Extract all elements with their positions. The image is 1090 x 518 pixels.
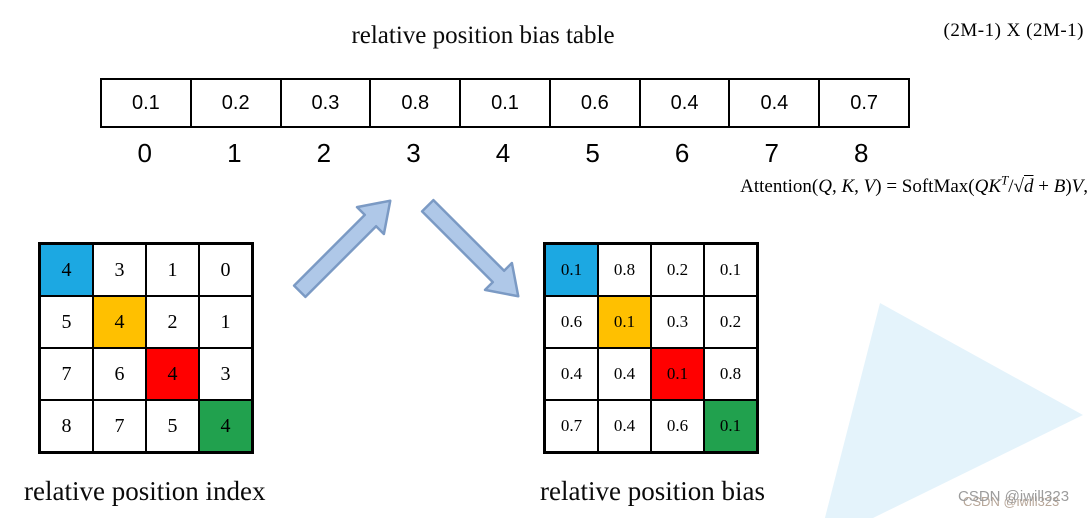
index-matrix-cell: 7: [93, 400, 146, 452]
bias-matrix-cell: 0.1: [704, 400, 757, 452]
bias-matrix-cell: 0.1: [598, 296, 651, 348]
bias-table-index: 2: [316, 138, 332, 168]
bias-table-index: 6: [674, 138, 690, 168]
bias-table-cell: 0.3: [279, 80, 370, 126]
index-matrix-cell: 7: [40, 348, 93, 400]
index-matrix-cell: 5: [146, 400, 199, 452]
bias-table-cell: 0.6: [548, 80, 639, 126]
formula-comma: ,: [854, 176, 864, 197]
index-matrix-cell: 3: [199, 348, 252, 400]
formula-plus: +: [1033, 176, 1054, 197]
formula-comma: ,: [831, 176, 842, 197]
bias-table-cell: 0.4: [638, 80, 729, 126]
bias-matrix-caption: relative position bias: [540, 476, 765, 506]
index-matrix-cell: 4: [40, 244, 93, 296]
index-matrix-cell: 2: [146, 296, 199, 348]
arrow-up-right-icon: [292, 199, 392, 299]
index-matrix-cell: 4: [146, 348, 199, 400]
bias-table-cell: 0.1: [131, 91, 160, 114]
index-matrix-caption: relative position index: [24, 476, 266, 506]
formula-transpose: T: [1001, 172, 1009, 188]
bias-matrix-cell: 0.1: [545, 244, 598, 296]
arrow-down-right-icon: [420, 198, 520, 298]
bias-matrix-cell: 0.8: [598, 244, 651, 296]
formula-slash: /: [1008, 176, 1014, 197]
formula-var-d: d: [1023, 176, 1034, 197]
formula-var-v2: V: [1071, 176, 1084, 197]
index-matrix-cell: 1: [146, 244, 199, 296]
bias-matrix-cell: 0.4: [545, 348, 598, 400]
bias-matrix-cell: 0.4: [598, 348, 651, 400]
formula-text: Attention(: [740, 176, 819, 197]
bias-table-index-row: 0 1 2 3 4 5 6 7 8: [100, 138, 906, 169]
bias-table-index: 8: [854, 138, 869, 168]
bias-table-cell: 0.8: [369, 80, 459, 126]
bias-matrix-cell: 0.2: [704, 296, 757, 348]
formula-comma-end: ,: [1083, 176, 1088, 197]
formula-var-k: K: [841, 176, 855, 197]
formula-paren: ): [1065, 176, 1072, 197]
bias-matrix-cell: 0.6: [651, 400, 704, 452]
bias-matrix-cell: 0.6: [545, 296, 598, 348]
index-matrix-cell: 0: [199, 244, 252, 296]
bias-table-index: 7: [764, 138, 779, 168]
index-matrix-cell: 4: [93, 296, 146, 348]
bias-matrix-cell: 0.7: [545, 400, 598, 452]
bias-table-cell: 0.2: [189, 80, 280, 126]
index-matrix-cell: 4: [199, 400, 252, 452]
formula-qk: QK: [974, 176, 1002, 197]
triangle-shape: [824, 303, 1083, 518]
index-matrix-cell: 5: [40, 296, 93, 348]
bias-matrix-cell: 0.1: [704, 244, 757, 296]
index-matrix-cell: 8: [40, 400, 93, 452]
index-matrix-cell: 3: [93, 244, 146, 296]
formula-var-v: V: [863, 176, 876, 197]
formula-var-b: B: [1053, 176, 1066, 197]
csdn-watermark: CSDN @iwill323 CSDN @iwill323: [958, 488, 1088, 514]
bias-matrix-cell: 0.1: [651, 348, 704, 400]
bias-table-cell: 0.7: [818, 80, 908, 126]
bias-table-index: 4: [495, 138, 511, 168]
bias-matrix-cell: 0.2: [651, 244, 704, 296]
bias-table-cell: 0.4: [728, 80, 818, 126]
bias-table-index: 5: [585, 138, 600, 168]
page-title: relative position bias table: [351, 22, 615, 49]
index-matrix-cell: 1: [199, 296, 252, 348]
dimension-label: (2M-1) X (2M-1): [943, 20, 1084, 41]
bias-table-cell: 0.1: [459, 80, 549, 126]
bias-matrix-cell: 0.8: [704, 348, 757, 400]
attention-formula: Attention(Q, K, V) = SoftMax(QKT/√d + B)…: [740, 172, 1088, 198]
bias-matrix-cell: 0.3: [651, 296, 704, 348]
bias-table-index: 3: [406, 138, 421, 168]
bias-table-index: 1: [227, 138, 242, 168]
bias-table-index: 0: [137, 138, 153, 168]
index-matrix-cell: 6: [93, 348, 146, 400]
formula-sqrt-sign: √: [1013, 176, 1024, 197]
bias-matrix-cell: 0.4: [598, 400, 651, 452]
formula-softmax: ) = SoftMax(: [875, 176, 975, 197]
csdn-watermark-text: CSDN @iwill323: [958, 488, 1070, 505]
formula-var-q: Q: [818, 176, 832, 197]
